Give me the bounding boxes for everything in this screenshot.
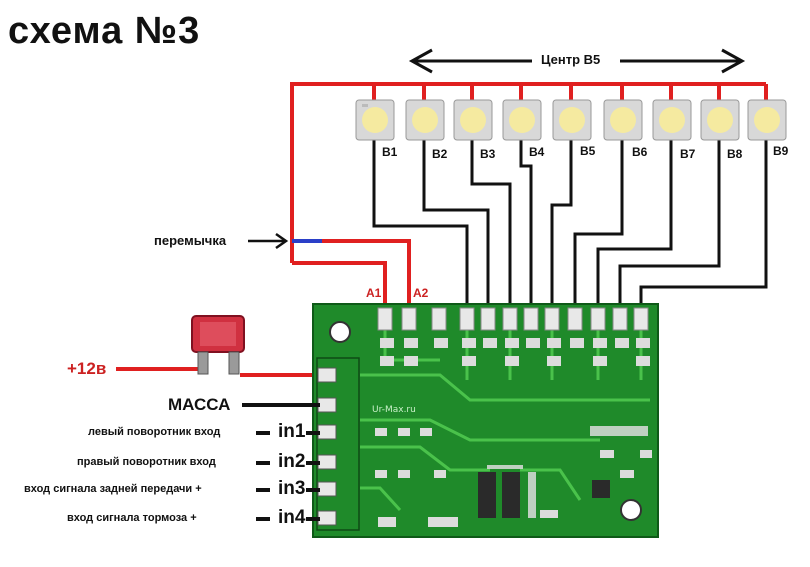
board-mark: Ur-Max.ru	[372, 405, 416, 415]
input-pin-2: in2	[278, 451, 306, 472]
led-label-b9: В9	[773, 144, 789, 158]
led-b6	[603, 99, 643, 141]
led-b4	[502, 99, 542, 141]
input-desc-1: левый поворотник вход	[88, 426, 221, 438]
led-label-b3: В3	[480, 147, 496, 161]
led-label-b4: В4	[529, 145, 545, 159]
plus12-label: +12в	[67, 359, 107, 378]
led-b1	[355, 99, 395, 141]
center-label: Центр В5	[541, 52, 601, 67]
input-desc-2: правый поворотник вход	[77, 456, 216, 468]
led-label-b7: В7	[680, 147, 696, 161]
led-label-b8: В8	[727, 147, 743, 161]
red-bus	[116, 82, 768, 377]
leds	[355, 99, 787, 141]
led-label-b5: В5	[580, 144, 596, 158]
led-label-b1: В1	[382, 145, 398, 159]
pad-a1-label: A1	[366, 286, 382, 300]
led-label-b2: В2	[432, 147, 448, 161]
jumper-arrow	[248, 232, 289, 250]
led-b2	[405, 99, 445, 141]
led-b9	[747, 99, 787, 141]
center-arrow	[408, 48, 746, 74]
pcb-board: Ur-Max.ru	[312, 303, 659, 538]
ground-label: МАССА	[168, 395, 231, 414]
pad-a2-label: A2	[413, 286, 429, 300]
input-pin-3: in3	[278, 478, 306, 499]
input-desc-3: вход сигнала задней передачи +	[24, 483, 202, 495]
input-pin-1: in1	[278, 421, 306, 442]
led-b8	[700, 99, 740, 141]
led-label-b6: В6	[632, 145, 648, 159]
led-b5	[552, 99, 592, 141]
led-b3	[453, 99, 493, 141]
led-wires	[372, 140, 768, 312]
diagram-title: схема №3	[8, 10, 201, 52]
input-wires	[242, 403, 320, 521]
jumper-label: перемычка	[154, 233, 227, 248]
input-desc-4: вход сигнала тормоза +	[67, 512, 197, 524]
fuse-icon	[191, 315, 245, 375]
input-pin-4: in4	[278, 507, 306, 528]
led-b7	[652, 99, 692, 141]
